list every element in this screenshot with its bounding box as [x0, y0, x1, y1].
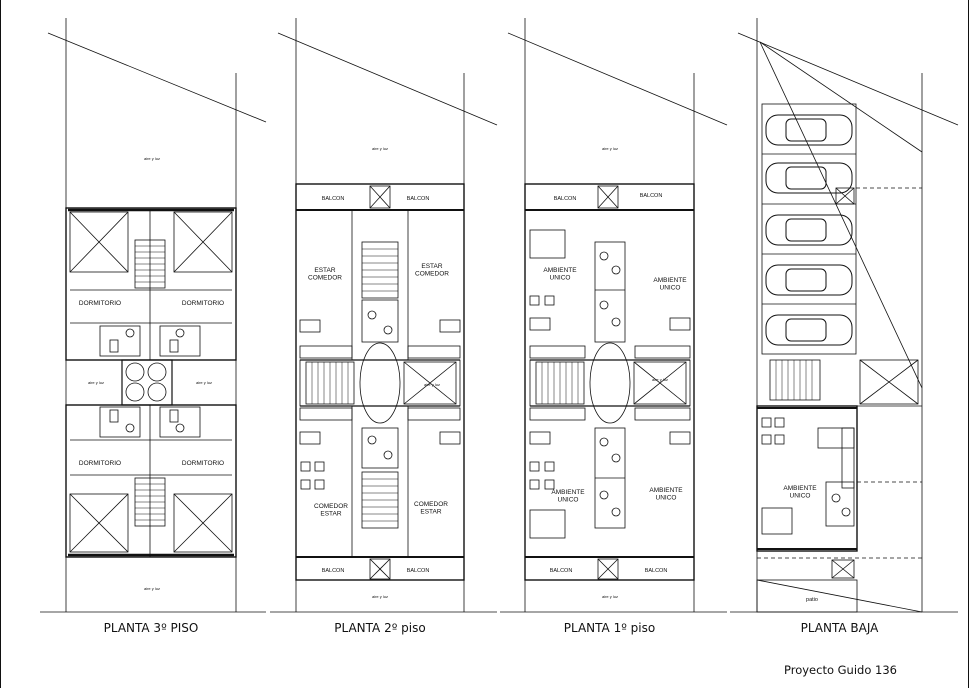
room-label: DORMITORIO: [182, 460, 224, 467]
note-label: aire y luz: [144, 156, 160, 161]
note-label: aire y luz: [602, 146, 618, 151]
plan-title-1st-floor: PLANTA 1º piso: [563, 621, 656, 635]
note-label: aire y luz: [88, 380, 104, 385]
balcon-label: BALCON: [645, 568, 668, 574]
balcon-label: BALCON: [640, 193, 663, 199]
plan-title-ground-floor: PLANTA BAJA: [800, 621, 879, 635]
note-label: aire y luz: [372, 594, 388, 599]
note-label: aire y luz: [196, 380, 212, 385]
balcon-label: BALCON: [407, 568, 430, 574]
balcon-label: BALCON: [322, 196, 345, 202]
note-label: aire y luz: [372, 146, 388, 151]
note-label: aire y luz: [652, 377, 668, 382]
room-label: DORMITORIO: [79, 300, 121, 307]
balcon-label: BALCON: [554, 196, 577, 202]
project-title: Proyecto Guido 136: [784, 663, 897, 677]
balcon-label: BALCON: [407, 196, 430, 202]
plan-ground-floor: [730, 18, 959, 613]
room-label: DORMITORIO: [79, 460, 121, 467]
note-label: aire y luz: [602, 594, 618, 599]
plan-1st-floor: [500, 18, 728, 613]
plan-2nd-floor: [270, 18, 498, 613]
room-label: DORMITORIO: [182, 300, 224, 307]
plan-3rd-floor: [40, 18, 267, 613]
balcon-label: BALCON: [322, 568, 345, 574]
balcon-label: BALCON: [550, 568, 573, 574]
plan-title-3rd-floor: PLANTA 3º PISO: [103, 621, 199, 635]
patio-label: patio: [806, 597, 818, 603]
note-label: aire y luz: [424, 382, 440, 387]
plan-title-2nd-floor: PLANTA 2º piso: [334, 621, 426, 635]
note-label: aire y luz: [144, 586, 160, 591]
